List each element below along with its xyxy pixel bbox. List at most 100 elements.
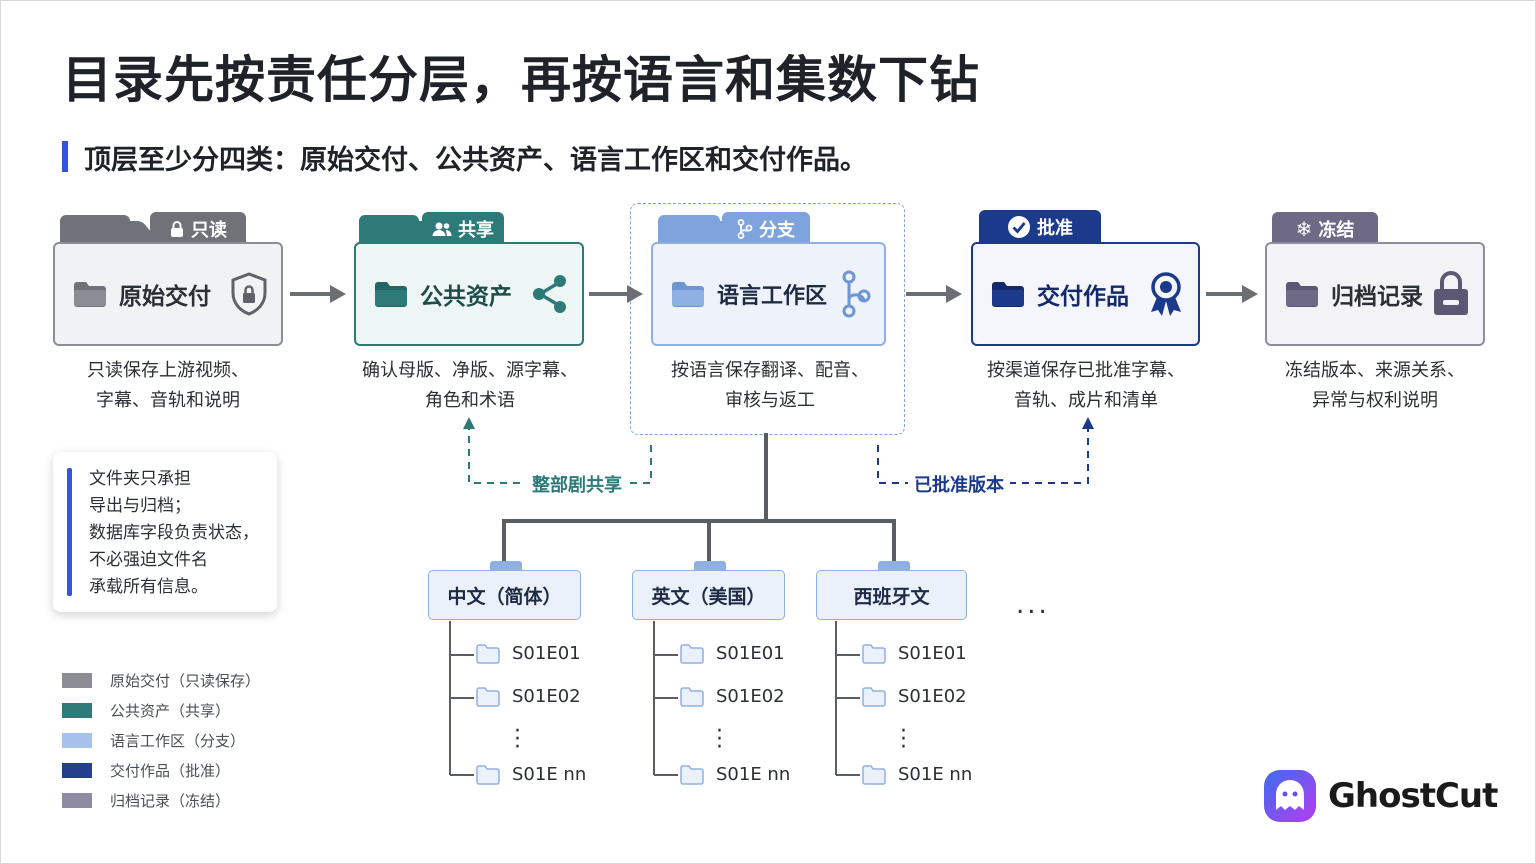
language-tree-connector [502,433,896,561]
desc-line: 只读保存上游视频、 [87,360,249,381]
folder-icon [672,282,704,307]
shield-lock-icon [231,272,267,316]
episode-item[interactable]: S01E02 [862,686,967,707]
badge-approved: 批准 [979,210,1101,244]
folder-desc-language-workspace: 按语言保存翻译、配音、 审核与返工 [640,356,900,416]
folder-tab [658,215,720,245]
episode-item[interactable]: S01E nn [862,764,972,785]
episode-item[interactable]: S01E nn [680,764,790,785]
legend-swatch [62,703,92,718]
folder-desc-shared-assets: 确认母版、净版、源字幕、 角色和术语 [340,356,600,416]
flow-arrow-1 [290,285,346,303]
episode-label: S01E01 [716,643,785,664]
badge-frozen: ❄ 冻结 [1272,212,1378,246]
lang-folder-label: 西班牙文 [853,585,930,608]
folder-icon [862,643,886,664]
episode-ellipsis: ··· [716,719,723,760]
folder-icon [680,686,704,707]
desc-line: 确认母版、净版、源字幕、 [362,360,578,381]
episode-label: S01E02 [716,686,785,707]
folder-desc-delivered-works: 按渠道保存已批准字幕、 音轨、成片和清单 [955,356,1217,416]
desc-line: 按语言保存翻译、配音、 [671,360,869,381]
badge-readonly: 只读 [150,212,246,246]
episode-item[interactable]: S01E01 [476,643,581,664]
badge-shared: 共享 [422,212,504,246]
lang-folder-en: 英文（美国） [632,570,785,620]
people-icon [432,222,452,236]
episode-item[interactable]: S01E02 [476,686,581,707]
legend-item: 公共资产（共享） [62,700,230,721]
folder-card-raw-delivery: 只读 原始交付 [53,212,283,348]
folder-icon [476,643,500,664]
desc-line: 按渠道保存已批准字幕、 [987,360,1185,381]
note-line: 承载所有信息。 [89,577,208,597]
share-icon [533,275,566,313]
desc-line: 异常与权利说明 [1312,390,1438,411]
lang-folder-label: 中文（简体） [447,585,562,608]
badge-label: 分支 [759,220,795,241]
episode-label: S01E02 [512,686,581,707]
flow-arrow-4 [1206,285,1258,303]
folder-label: 原始交付 [119,284,211,310]
folder-body: 公共资产 [354,242,584,346]
snowflake-icon: ❄ [1295,217,1313,241]
episode-label: S01E nn [716,764,791,785]
legend-label: 原始交付（只读保存） [110,672,261,690]
episode-item[interactable]: S01E02 [680,686,785,707]
folder-icon [476,764,500,785]
note-card: 文件夹只承担 导出与归档； 数据库字段负责状态， 不必强迫文件名 承载所有信息。 [53,452,277,612]
note-line: 数据库字段负责状态， [89,523,259,543]
episode-item[interactable]: S01E01 [862,643,967,664]
ghost-icon [1264,770,1316,822]
folder-icon [476,686,500,707]
folder-tab [60,215,130,245]
legend-item: 原始交付（只读保存） [62,670,260,691]
archive-lock-icon [1434,271,1468,315]
folder-icon [862,764,886,785]
episode-tree-en [653,621,678,776]
note-line: 文件夹只承担 [89,469,191,489]
note-text: 文件夹只承担 导出与归档； 数据库字段负责状态， 不必强迫文件名 承载所有信息。 [89,466,259,601]
folder-icon [375,282,407,307]
lang-folder-label: 英文（美国） [651,585,766,608]
episode-item[interactable]: S01E nn [476,764,586,785]
page-subtitle: 顶层至少分四类：原始交付、公共资产、语言工作区和交付作品。 [84,145,867,176]
folder-body: 原始交付 [53,242,283,346]
folder-label: 交付作品 [1037,284,1129,310]
episode-label: S01E01 [898,643,967,664]
badge-label: 共享 [458,220,494,241]
lang-folder-zh: 中文（简体） [428,570,581,620]
lang-folder-es: 西班牙文 [816,570,967,620]
check-circle-icon [1008,216,1030,238]
note-line: 不必强迫文件名 [89,550,208,570]
folder-icon [680,764,704,785]
folder-icon [1286,282,1318,307]
folder-icon [992,282,1024,307]
branch-icon [737,219,753,239]
legend-item: 归档记录（冻结） [62,790,230,811]
flow-arrow-2 [589,285,643,303]
episode-label: S01E nn [898,764,973,785]
folder-card-language-workspace: 分支 语言工作区 [651,212,886,348]
legend-swatch [62,793,92,808]
episode-ellipsis: ··· [514,719,521,760]
desc-line: 音轨、成片和清单 [1014,390,1158,411]
episode-ellipsis: ··· [900,719,907,760]
flow-arrow-3 [906,285,962,303]
folder-tab [359,215,419,245]
lang-folder-tab [878,561,910,571]
flow-label-approved: 已批准版本 [908,471,1010,497]
subtitle-accent-bar [62,141,68,172]
branch-icon [842,270,871,318]
folder-icon [680,643,704,664]
folder-desc-archive-records: 冻结版本、来源关系、 异常与权利说明 [1255,356,1495,416]
legend-item: 交付作品（批准） [62,760,230,781]
badge-label: 冻结 [1318,220,1355,241]
legend-item: 语言工作区（分支） [62,730,245,751]
desc-line: 冻结版本、来源关系、 [1285,360,1465,381]
episode-item[interactable]: S01E01 [680,643,785,664]
folder-icon [74,282,106,307]
folder-label: 语言工作区 [717,284,828,309]
desc-line: 角色和术语 [425,390,515,411]
more-languages-ellipsis: ... [1016,590,1050,620]
